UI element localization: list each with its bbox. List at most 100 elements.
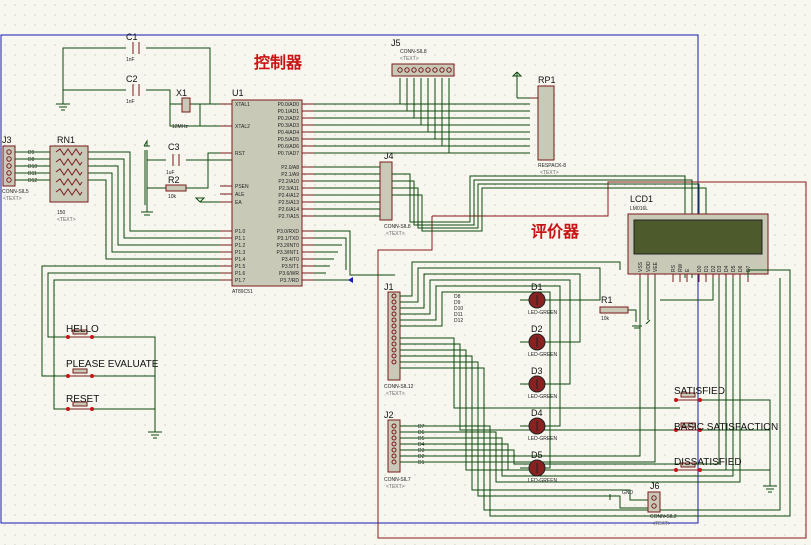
j3-net-label: D11 <box>28 171 37 177</box>
u1-pin-label: P1.7 <box>235 278 246 284</box>
u1-pin-label: P1.6 <box>235 271 246 277</box>
r2-ref: R2 <box>168 175 180 185</box>
led-part: LED-GREEN <box>528 478 558 484</box>
u1-pin-label: P0.0/AD0 <box>278 102 300 108</box>
j5-text: <TEXT> <box>400 56 419 62</box>
led-part: LED-GREEN <box>528 436 558 442</box>
lcd-pin-label: D5 <box>731 265 737 272</box>
u1-pin-label: XTAL2 <box>235 124 250 130</box>
c2-ref: C2 <box>126 74 138 84</box>
lcd-data-wiring <box>392 173 707 278</box>
u1-pin-label: P2.4/A12 <box>278 193 299 199</box>
j1-pin <box>391 323 397 329</box>
button-hello-label: HELLO <box>66 324 99 335</box>
u1-pin-label: P2.6/A14 <box>278 207 299 213</box>
connector-j3: J3 CONN-SIL5 <TEXT> <box>2 135 29 202</box>
x1-value: 12MHz <box>172 124 188 130</box>
j4-text: <TEXT> <box>386 231 405 237</box>
button-satisfied[interactable]: SATISFIED <box>674 386 725 402</box>
j6-ref: J6 <box>650 481 660 491</box>
u1-right-labels: P0.0/AD0P0.1/AD1P0.2/AD2P0.3/AD3P0.4/AD4… <box>276 102 299 284</box>
u1-pin-label: P2.5/A13 <box>278 200 299 206</box>
j2-pin <box>391 435 397 441</box>
j2-pin <box>391 453 397 459</box>
evaluator-title: 评价器 <box>531 222 580 241</box>
c1-value: 1nF <box>126 57 135 63</box>
lcd-pin-label: VDD <box>646 261 652 272</box>
controller-button-wiring <box>41 265 220 439</box>
u1-pin-label: P3.2/INT0 <box>276 243 299 249</box>
capacitor-c2: C2 1nF <box>126 74 140 105</box>
u1-pin-label: P0.1/AD1 <box>278 109 300 115</box>
j1-text: <TEXT> <box>386 391 405 397</box>
button-basic-satisfaction[interactable]: BASIC SATISFACTION <box>674 422 778 433</box>
j6-text: <TEXT> <box>652 521 671 527</box>
j6-gnd-label: GND <box>622 490 634 496</box>
j1-net-label: D9 <box>454 300 461 306</box>
button-reset[interactable]: RESET <box>66 394 99 411</box>
rn1-ref: RN1 <box>57 135 75 145</box>
j3-net-label: D10 <box>28 164 37 170</box>
j2-pin <box>391 429 397 435</box>
lcd-pin-label: D7 <box>746 265 752 272</box>
button-hello[interactable]: HELLO <box>66 324 99 339</box>
j5-part: CONN-SIL8 <box>400 49 427 55</box>
j2-pin <box>391 441 397 447</box>
rn1-text: <TEXT> <box>57 217 76 223</box>
led-part: LED-GREEN <box>528 310 558 316</box>
rn1-wiring <box>15 150 220 260</box>
j1-net-label: D12 <box>454 318 463 324</box>
lcd-pin-label: D1 <box>704 265 710 272</box>
button-dissatisfied[interactable]: DISSATISFIED <box>674 457 742 472</box>
led-array: D1LED-GREEND2LED-GREEND3LED-GREEND4LED-G… <box>528 282 558 484</box>
j1-net-label: D8 <box>454 294 461 300</box>
j1-pin <box>391 353 397 359</box>
j2-net-label: D7 <box>418 424 425 430</box>
lcd-pin-label: E <box>685 268 691 272</box>
resistor-pack-rp1: RP1 RESPACK-8 <TEXT> <box>530 75 566 176</box>
u1-pin-label: P1.1 <box>235 236 246 242</box>
capacitor-c3: C3 1uF <box>166 142 180 176</box>
u1-pin-label: P1.0 <box>235 229 246 235</box>
j1-part: CONN-SIL12 <box>384 384 414 390</box>
j2-net-label: D1 <box>418 460 425 466</box>
button-dissatisfied-label: DISSATISFIED <box>674 457 742 468</box>
j1-pin <box>391 329 397 335</box>
lcd-pin-label: VEE <box>653 261 659 272</box>
j1-pin <box>391 305 397 311</box>
led-part: LED-GREEN <box>528 352 558 358</box>
u1-pin-label: P3.4/T0 <box>281 257 299 263</box>
evaluator-border <box>377 181 807 539</box>
j4-part: CONN-SIL8 <box>384 224 411 230</box>
j1-pin <box>391 335 397 341</box>
lcd-pin-label: D3 <box>717 265 723 272</box>
u1-pin-label: P0.6/AD6 <box>278 144 300 150</box>
j4-ref: J4 <box>384 151 394 161</box>
j2-part: CONN-SIL7 <box>384 477 411 483</box>
capacitor-c1: C1 1nF <box>126 32 140 63</box>
j3-net-label: D12 <box>28 178 37 184</box>
lcd1-ref: LCD1 <box>630 194 653 204</box>
j2-net-label: D4 <box>418 442 425 448</box>
u1-pin-label: P0.4/AD4 <box>278 130 300 136</box>
button-please-evaluate[interactable]: PLEASE EVALUATE <box>66 359 159 378</box>
j3-text: <TEXT> <box>3 196 22 202</box>
j2-net-label: D5 <box>418 436 425 442</box>
j2-net-label: D6 <box>418 430 425 436</box>
u1-pin-label: ALE <box>235 192 245 198</box>
u1-pin-label: P3.0/RXD <box>277 229 300 235</box>
j2-pin <box>391 447 397 453</box>
controller-title: 控制器 <box>254 53 303 72</box>
u1-pin-label: P3.1/TXD <box>277 236 299 242</box>
u1-ref: U1 <box>232 88 244 98</box>
connector-j6: J6 CONN-SIL2 <TEXT> GND <box>622 481 677 527</box>
u1-pin-label: P0.3/AD3 <box>278 123 300 129</box>
button-satisfied-label: SATISFIED <box>674 386 725 397</box>
r1-ref: R1 <box>601 295 613 305</box>
microcontroller-u1: U1 AT89C51 XTAL1XTAL2RSTPSENALEEAP1.0P1.… <box>220 88 314 295</box>
